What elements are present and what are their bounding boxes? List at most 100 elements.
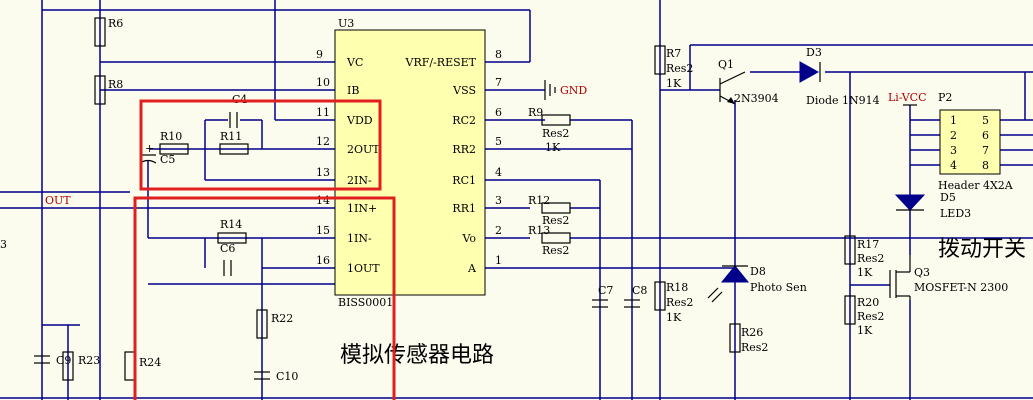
r7-value2: 1K: [666, 77, 682, 90]
ic-pin-name: RR2: [452, 143, 476, 156]
resistor-r23: R23: [62, 351, 100, 381]
gnd-label: GND: [560, 84, 587, 97]
p2-pin-left: 4: [950, 159, 957, 172]
li-vcc-label: Li-VCC: [888, 91, 927, 104]
ic-pin-number: 14: [316, 194, 330, 207]
resistor-r12: R12 Res2: [528, 194, 571, 227]
resistor-r24: R24: [124, 351, 161, 381]
d8-label: D8: [750, 265, 766, 278]
d8-part: Photo Sen: [750, 281, 807, 294]
ic-part: BISS0001: [338, 296, 393, 309]
ic-pin-number: 16: [316, 254, 330, 267]
ic-pin-name: VDD: [346, 114, 373, 127]
ic-pin-name: 1OUT: [347, 262, 380, 275]
ic-pin-name: VSS: [452, 84, 476, 97]
ic-pin-number: 12: [316, 135, 330, 148]
ic-pin-number: 6: [495, 106, 502, 119]
switch-annotation: 拨动开关: [938, 237, 1026, 262]
resistor-r9: R9 Res2 1K: [528, 106, 571, 154]
q1-label: Q1: [718, 58, 734, 71]
ic-pin-name: 2OUT: [347, 143, 380, 156]
ic-pin-number: 2: [495, 224, 502, 237]
capacitor-c7: C7: [592, 284, 613, 308]
r7-label: R7: [666, 47, 681, 60]
ic-pin-name: 2IN-: [347, 174, 372, 187]
r20-value2: 1K: [857, 324, 873, 337]
c6-label: C6: [220, 242, 235, 255]
r6-label: R6: [108, 17, 123, 30]
ic-pin-name: RC1: [452, 174, 476, 187]
r7-value: Res2: [666, 62, 693, 75]
p2-pin-right: 7: [982, 144, 989, 157]
r22-label: R22: [271, 312, 293, 325]
r20-value: Res2: [857, 310, 884, 323]
r24-label: R24: [139, 356, 161, 369]
out-net-label: OUT: [45, 194, 71, 207]
d3-label: D3: [806, 46, 822, 59]
p2-pin-left: 2: [950, 129, 957, 142]
p2-pin-right: 6: [982, 129, 989, 142]
ic-pin-number: 4: [495, 166, 502, 179]
p2-label: P2: [938, 91, 952, 104]
r9-label: R9: [528, 106, 543, 119]
r12-label: R12: [528, 194, 550, 207]
resistor-r20: R20 Res2 1K: [844, 295, 884, 337]
ic-u3: U3 BISS0001 9VC10IB11VDD122OUT132IN-141I…: [316, 17, 502, 309]
r20-label: R20: [857, 296, 879, 309]
highlight-box-vdd: [139, 99, 382, 191]
ic-pin-number: 1: [495, 254, 502, 267]
svg-text:+: +: [145, 142, 154, 155]
q1-part: 2N3904: [734, 92, 779, 105]
resistor-r22: R22: [256, 309, 293, 339]
ic-pin-number: 5: [495, 135, 502, 148]
r26-label: R26: [741, 326, 763, 339]
resistor-r13: R13 Res2: [528, 224, 571, 257]
r9-value: Res2: [542, 127, 569, 140]
resistor-r17: R17 Res2 1K: [844, 235, 884, 279]
capacitor-c6: C6: [220, 242, 235, 276]
r12-value: Res2: [542, 214, 569, 227]
r8-label: R8: [108, 78, 123, 91]
ic-pin-number: 10: [316, 76, 330, 89]
ic-pin-number: 15: [316, 224, 330, 237]
c5-label: C5: [160, 153, 175, 166]
ic-pin-name: 1IN+: [347, 202, 377, 215]
c8-label: C8: [632, 284, 647, 297]
p2-part: Header 4X2A: [938, 179, 1014, 192]
p2-pin-right: 8: [982, 159, 989, 172]
capacitor-c8: C8: [624, 284, 647, 308]
ic-pin-name: RR1: [452, 202, 476, 215]
ic-pin-name: 1IN-: [347, 232, 372, 245]
r13-value: Res2: [542, 244, 569, 257]
p2-pin-right: 5: [982, 114, 989, 127]
ic-pin-number: 8: [495, 48, 502, 61]
capacitor-c9: C9: [34, 354, 71, 367]
ic-pin-name: A: [467, 262, 477, 275]
r18-value: Res2: [666, 296, 693, 309]
highlight-box-sensor: [133, 196, 396, 400]
capacitor-c5: C5 +: [139, 142, 175, 166]
resistor-r7: R7 Res2 1K: [654, 45, 693, 90]
r11-label: R11: [220, 130, 242, 143]
r18-value2: 1K: [666, 311, 682, 324]
edge-label: 3: [0, 238, 7, 251]
resistor-r18: R18 Res2 1K: [654, 281, 693, 324]
r9-value2: 1K: [545, 141, 561, 154]
r26-value: Res2: [741, 341, 768, 354]
resistor-r14: R14: [217, 218, 247, 244]
r18-label: R18: [666, 281, 688, 294]
gnd-symbol: GND: [544, 80, 587, 100]
power-li-vcc: Li-VCC: [888, 91, 927, 106]
ic-pin-name: RC2: [452, 114, 476, 127]
r14-label: R14: [220, 218, 242, 231]
ic-pin-name: VRF/-RESET: [405, 56, 477, 69]
resistor-r10: R10: [159, 130, 189, 155]
resistor-r8: R8: [94, 75, 123, 105]
ic-pin-name: VC: [346, 56, 363, 69]
d3-part: Diode 1N914: [806, 94, 880, 107]
p2-pin-left: 1: [950, 114, 957, 127]
